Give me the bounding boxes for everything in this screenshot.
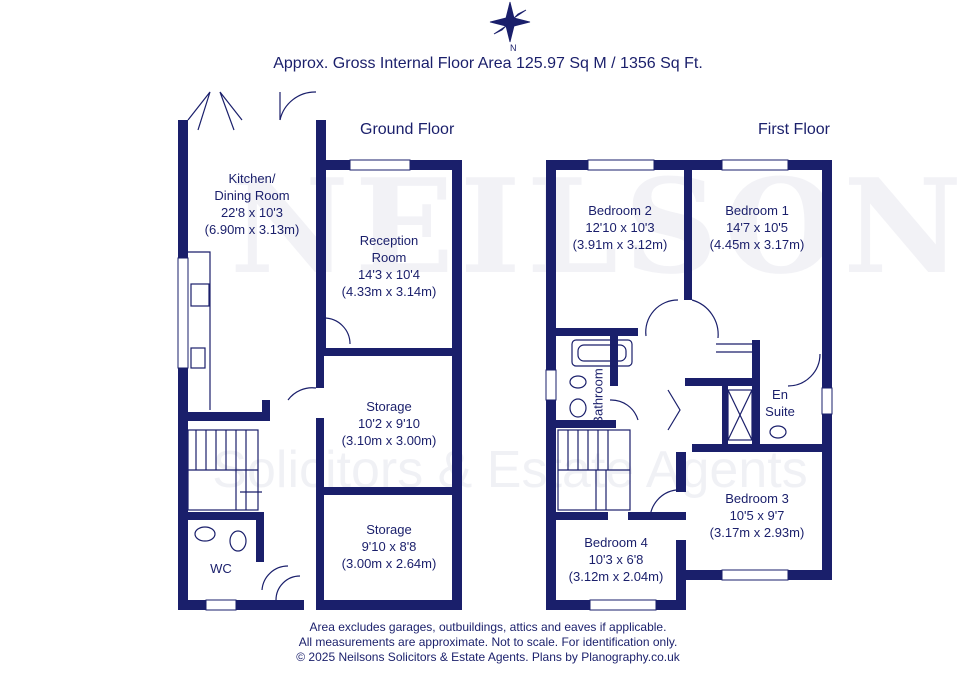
- kitchen-south-wall: [178, 412, 270, 421]
- ground-south-wall-storage: [316, 600, 462, 610]
- room-label-bedroom-3: Bedroom 3 10'5 x 9'7 (3.17m x 2.93m): [709, 491, 805, 540]
- kitchen-east-wall-upper: [316, 120, 326, 335]
- ensuite-south-wall: [692, 444, 832, 452]
- hall-post: [262, 400, 270, 420]
- room-label-wc: WC: [210, 561, 232, 576]
- room-label-ensuite: En Suite: [765, 387, 795, 419]
- room-label-bedroom-2: Bedroom 2 12'10 x 10'3 (3.91m x 3.12m): [572, 203, 668, 252]
- hall-wall-a: [316, 348, 324, 388]
- room-label-storage-2: Storage 9'10 x 8'8 (3.00m x 2.64m): [341, 522, 437, 571]
- bedroom2-south-wall: [556, 328, 638, 336]
- ground-east-wall: [452, 160, 462, 610]
- room-label-reception: Reception Room 14'3 x 10'4 (4.33m x 3.14…: [341, 233, 437, 299]
- ground-floor-title: Ground Floor: [360, 121, 455, 138]
- bedroom4-north-wall-a: [556, 512, 608, 520]
- bedroom4-east-wall: [676, 540, 686, 610]
- room-label-storage-1: Storage 10'2 x 9'10 (3.10m x 3.00m): [341, 399, 437, 448]
- compass-rose-icon: [489, 1, 531, 43]
- storage-west-wall: [316, 418, 324, 610]
- first-east-wall: [822, 160, 832, 580]
- ground-south-wall-wc: [178, 600, 304, 610]
- bedroom4-north-wall-b: [628, 512, 686, 520]
- bedroom3-west-wall: [676, 452, 686, 492]
- room-label-bedroom-4: Bedroom 4 10'3 x 6'8 (3.12m x 2.04m): [568, 535, 664, 584]
- storage-divider: [316, 487, 462, 495]
- floor-area-heading: Approx. Gross Internal Floor Area 125.97…: [273, 55, 703, 72]
- footer-disclaimer: Area excludes garages, outbuildings, att…: [296, 620, 680, 664]
- bed1-bed2-wall: [684, 160, 692, 300]
- compass-north-label: N: [510, 43, 517, 53]
- reception-south-wall: [316, 348, 462, 356]
- shower-wall: [722, 378, 728, 448]
- bathroom-south-wall: [556, 420, 616, 428]
- wc-east-wall: [256, 512, 264, 562]
- room-label-bedroom-1: Bedroom 1 14'7 x 10'5 (4.45m x 3.17m): [709, 203, 805, 252]
- room-label-bathroom: Bathroom: [590, 368, 606, 425]
- ensuite-west-wall: [752, 340, 760, 444]
- room-label-kitchen: Kitchen/ Dining Room 22'8 x 10'3 (6.90m …: [204, 171, 300, 237]
- wc-north-wall: [178, 512, 264, 520]
- first-floor-title: First Floor: [758, 121, 830, 138]
- kitchen-east-wall-lower: [316, 318, 326, 348]
